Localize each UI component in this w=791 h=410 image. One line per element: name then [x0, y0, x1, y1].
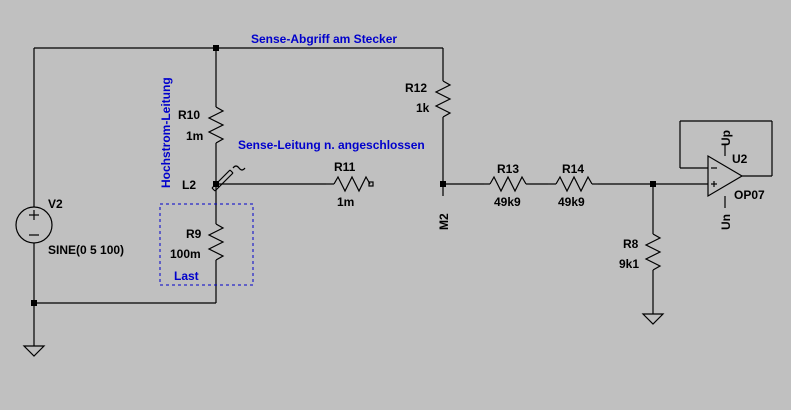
wires — [33, 47, 773, 346]
net-label-m2: M2 — [437, 213, 451, 230]
r13-value-label: 49k9 — [494, 195, 521, 209]
r9-name-label: R9 — [186, 227, 202, 241]
u2-un-pin-label: Un — [719, 214, 733, 230]
r11-value-label: 1m — [337, 195, 354, 209]
load-boundary-box — [159, 203, 254, 286]
sense-tap-annotation: Sense-Abgriff am Stecker — [251, 32, 397, 46]
load-annotation: Last — [174, 269, 199, 283]
r9-value-label: 100m — [170, 247, 201, 261]
r9-resistor[interactable] — [207, 216, 225, 268]
r10-resistor[interactable] — [207, 99, 225, 153]
v2-name-label: V2 — [48, 197, 63, 211]
u2-up-pin-label: Up — [719, 130, 733, 146]
u2-opamp-symbol[interactable] — [707, 154, 744, 198]
r10-name-label: R10 — [178, 108, 200, 122]
r12-resistor[interactable] — [434, 73, 452, 125]
r14-resistor[interactable] — [548, 175, 598, 193]
net-label-l2: L2 — [182, 178, 196, 192]
r12-name-label: R12 — [405, 81, 427, 95]
r11-resistor[interactable] — [326, 175, 374, 193]
r10-value-label: 1m — [186, 129, 203, 143]
r8-resistor[interactable] — [644, 226, 662, 278]
u2-name-label: U2 — [732, 152, 748, 166]
ground-symbol-v2 — [22, 345, 46, 357]
sense-connector-symbol — [211, 165, 246, 192]
ground-symbol-r8 — [641, 313, 665, 325]
r13-resistor[interactable] — [484, 175, 530, 193]
high-current-line-annotation: Hochstrom-Leitung — [159, 77, 173, 188]
r8-value-label: 9k1 — [619, 257, 639, 271]
r11-name-label: R11 — [334, 160, 356, 174]
u2-part-label: OP07 — [734, 188, 765, 202]
sense-open-annotation: Sense-Leitung n. angeschlossen — [238, 138, 425, 152]
r14-value-label: 49k9 — [558, 195, 585, 209]
r12-value-label: 1k — [416, 101, 430, 115]
r8-name-label: R8 — [623, 237, 639, 251]
v2-value-label: SINE(0 5 100) — [48, 243, 124, 257]
v2-source-symbol[interactable] — [15, 206, 53, 244]
r14-name-label: R14 — [562, 162, 584, 176]
r13-name-label: R13 — [497, 162, 519, 176]
